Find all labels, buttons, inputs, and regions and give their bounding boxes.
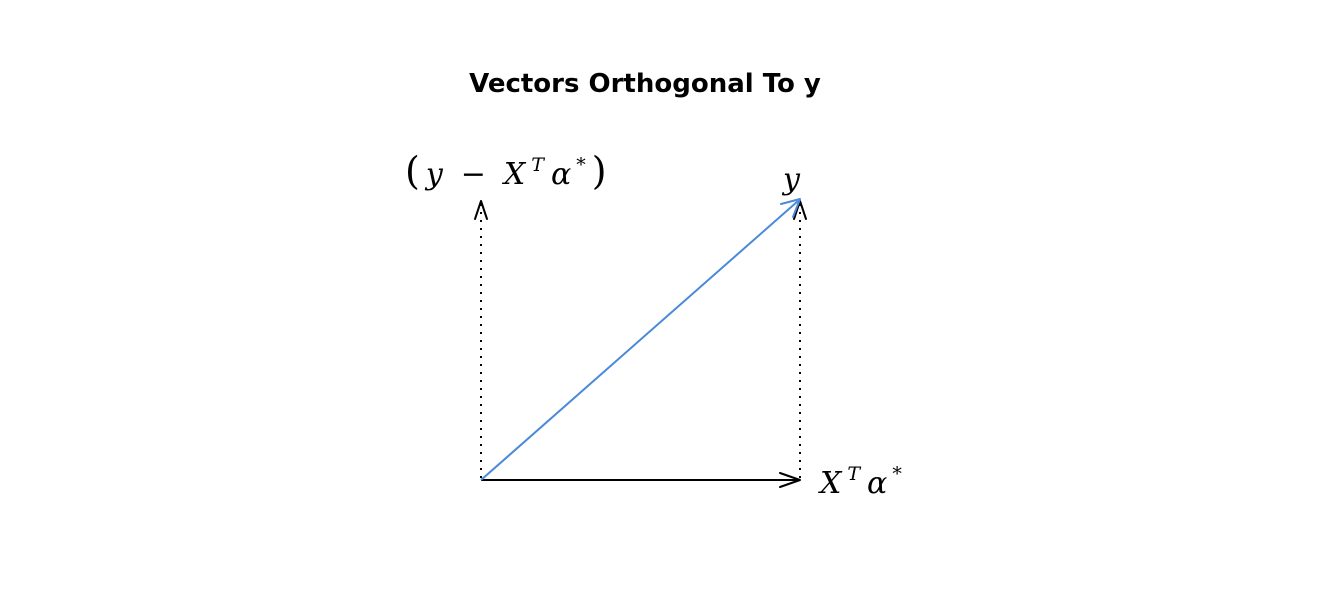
projection-arrowhead xyxy=(779,472,801,488)
projection-X: X xyxy=(818,466,843,501)
residual-star: * xyxy=(576,154,586,176)
projection-label: X T α * xyxy=(818,463,902,501)
residual-T: T xyxy=(531,154,545,176)
residual-alpha: α xyxy=(551,157,571,192)
y-label: y xyxy=(781,162,801,197)
residual-minus: − xyxy=(461,157,486,192)
y-vector-arrowhead xyxy=(780,198,801,218)
diagram-title: Vectors Orthogonal To y xyxy=(469,69,821,99)
residual-open-paren: ( xyxy=(405,149,420,193)
projection-star: * xyxy=(892,463,902,485)
residual-arrowhead xyxy=(474,200,488,220)
residual-close-paren: ) xyxy=(592,149,607,193)
residual-y: y xyxy=(424,157,444,192)
projection-alpha: α xyxy=(867,466,887,501)
residual-X: X xyxy=(502,157,527,192)
residual-label: ( y − X T α * ) xyxy=(405,149,607,193)
y-vector-line xyxy=(480,200,799,481)
projection-T: T xyxy=(847,463,861,485)
